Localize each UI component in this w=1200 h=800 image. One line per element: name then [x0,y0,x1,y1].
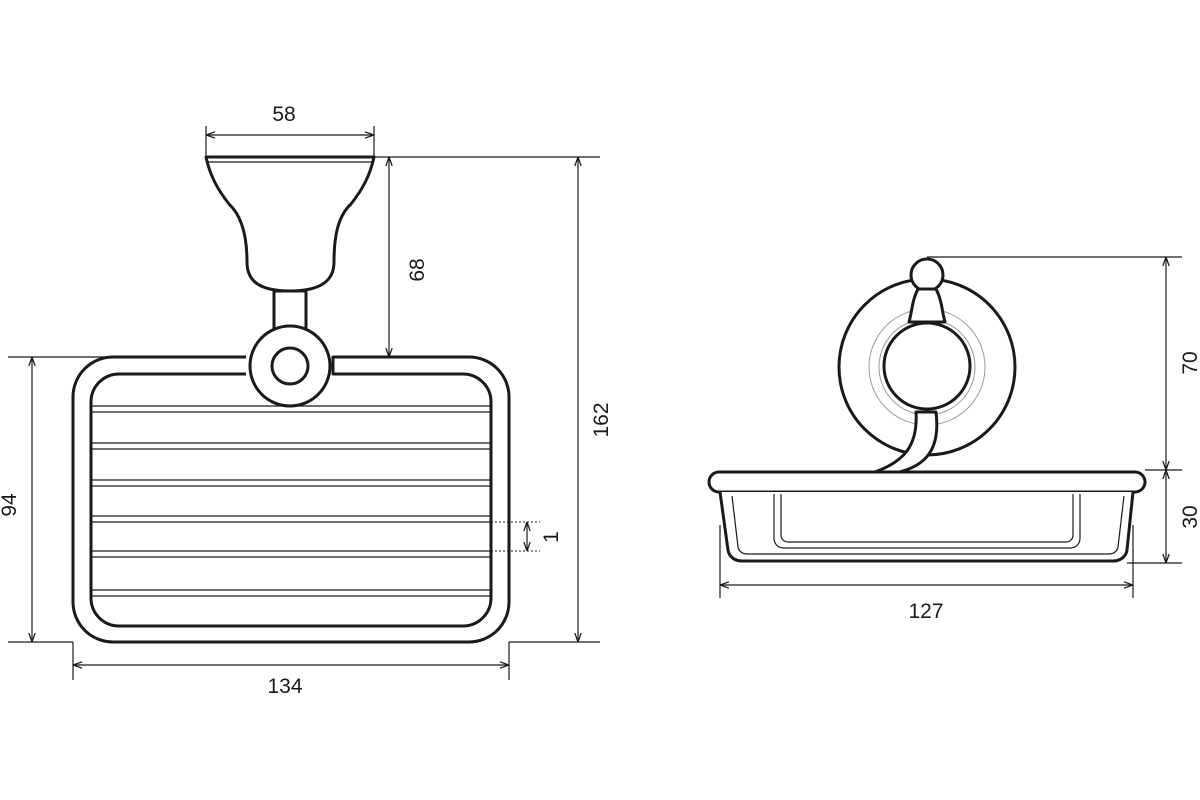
dim-width-tray: 127 [719,525,1134,623]
dim-slat-gap: 1 [491,521,563,552]
dim-depth-tray: 30 [1127,470,1200,564]
dim-width-top-label: 58 [272,103,295,126]
slat [91,589,491,597]
bracket-stem [272,289,308,333]
tray-basket-inner [780,494,1074,543]
finial-neck [907,287,947,324]
slat [91,550,491,558]
slat [91,479,491,487]
mount-ring-hole [270,346,310,386]
side-view: 70 30 127 [707,256,1200,623]
slat [91,442,491,450]
finial-knob [909,257,945,293]
dim-width-top: 58 [205,103,375,157]
dim-width-bottom: 134 [72,642,510,698]
dim-depth-tray-label: 30 [1179,505,1200,528]
tray-basket [773,494,1081,549]
dim-height-total: 162 [509,157,613,643]
dim-height-bracket-label: 68 [406,258,429,281]
dim-slat-gap-label: 1 [540,531,563,543]
dim-width-bottom-label: 134 [267,675,302,698]
front-view: 58 68 162 94 1 134 [0,103,613,698]
dim-height-bracket: 68 [374,156,600,357]
dim-width-tray-label: 127 [908,600,943,623]
slat [91,515,491,523]
mount-body [882,321,972,411]
wall-bracket [204,155,376,293]
tray-lip [707,470,1147,494]
dim-height-total-label: 162 [590,402,613,437]
tray-inner-wall [731,495,1125,555]
dim-height-mount: 70 [927,256,1200,471]
dim-height-basket: 94 [0,356,246,643]
dim-height-mount-label: 70 [1179,351,1200,374]
dim-height-basket-label: 94 [0,493,21,517]
tray-body [718,490,1135,563]
basket-slats [91,405,491,597]
